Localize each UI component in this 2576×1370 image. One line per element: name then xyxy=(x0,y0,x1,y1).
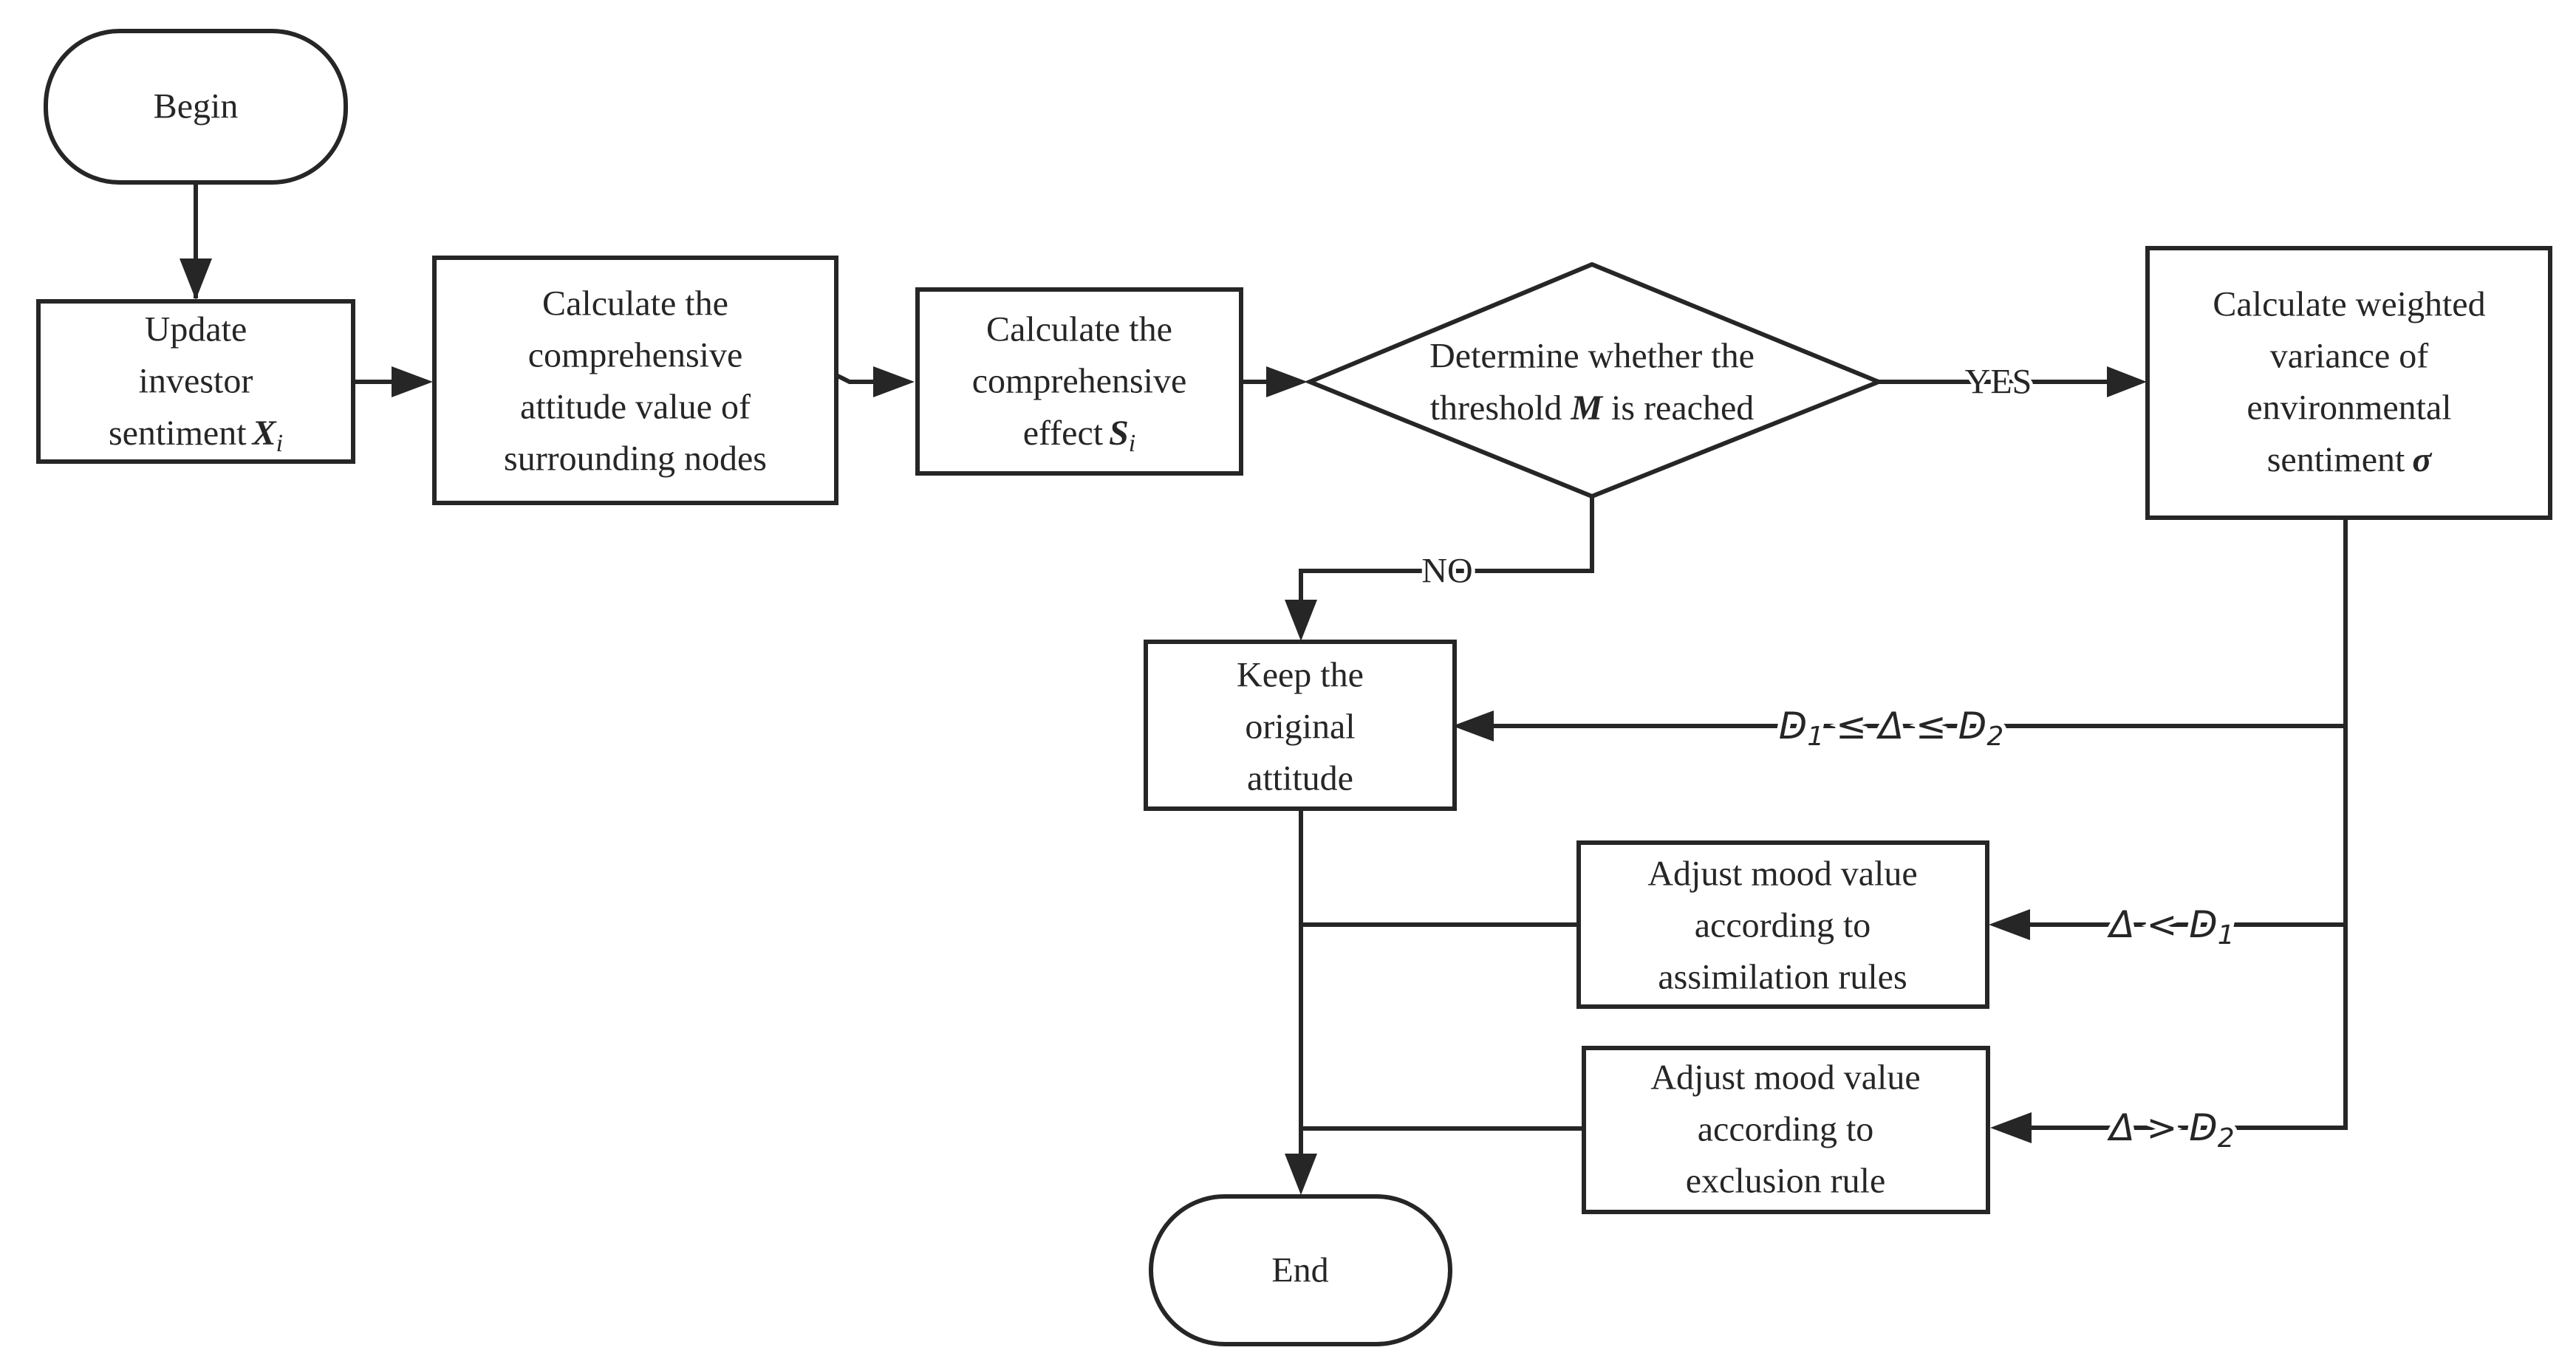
variable-sigma: σ xyxy=(2412,440,2432,479)
node-assimilation: Adjust mood value according to assimilat… xyxy=(1576,840,1989,1009)
node-exclusion: Adjust mood value according to exclusion… xyxy=(1582,1046,1990,1214)
exclusion-line-3: exclusion rule xyxy=(1686,1162,1886,1201)
arrowhead-attitude-effect xyxy=(873,366,915,397)
cond-d1: D xyxy=(1779,705,1808,747)
node-begin: Begin xyxy=(44,29,348,185)
arrowhead-trunk-keep xyxy=(1452,710,1494,741)
update-line-1: Update xyxy=(145,310,247,349)
arrowhead-decision-variance xyxy=(2107,366,2147,397)
connectors xyxy=(180,185,2348,1195)
arrowhead-trunk-exclusion xyxy=(1990,1112,2032,1143)
terminator-begin-shape xyxy=(44,29,348,185)
condition-delta-lt-d1: Δ < D1 xyxy=(2106,903,2234,951)
begin-label: Begin xyxy=(154,87,239,126)
node-keep-attitude: Keep the original attitude xyxy=(1144,640,1457,811)
terminator-end-shape xyxy=(1149,1194,1452,1346)
exclusion-line-2: according to xyxy=(1698,1110,1874,1149)
arrowhead-begin-update xyxy=(180,258,212,300)
cond-d2: D xyxy=(1958,705,1987,747)
arrowhead-trunk-assimilation xyxy=(1989,909,2030,940)
calc-effect-line-3-text: effect xyxy=(1023,414,1104,453)
cond-low-d: D xyxy=(2189,903,2218,946)
update-line-2: investor xyxy=(139,362,253,401)
keep-line-2: original xyxy=(1245,708,1355,747)
cond-low-delta: Δ xyxy=(2106,903,2134,946)
cond-d1-subscript: 1 xyxy=(1807,722,1824,752)
cond-le-1: ≤ xyxy=(1824,705,1879,747)
arrowhead-decision-keep xyxy=(1285,600,1317,641)
keep-line-1: Keep the xyxy=(1237,656,1364,695)
decision-line-2-start: threshold xyxy=(1430,388,1562,428)
calc-variance-line-2: variance of xyxy=(2270,337,2429,376)
node-end: End xyxy=(1149,1194,1452,1346)
condition-delta-gt-d2: Δ > D2 xyxy=(2106,1106,2234,1154)
arrowhead-update-attitude xyxy=(392,366,433,397)
variable-s-subscript: i xyxy=(1129,430,1135,457)
cond-delta: Δ xyxy=(1876,705,1904,747)
calc-attitude-line-1: Calculate the xyxy=(542,284,728,323)
calc-variance-line-4-text: sentiment xyxy=(2267,440,2405,479)
assimilation-line-2: according to xyxy=(1695,906,1871,945)
calc-variance-line-3: environmental xyxy=(2247,388,2451,428)
calc-attitude-line-2: comprehensive xyxy=(528,336,743,375)
cond-high-d: D xyxy=(2189,1106,2218,1149)
cond-high-op: > xyxy=(2135,1106,2190,1149)
calc-attitude-line-4: surrounding nodes xyxy=(504,439,767,479)
decision-line-2-end: is reached xyxy=(1611,388,1754,428)
variable-x: X xyxy=(251,414,277,453)
variable-s: S xyxy=(1109,414,1129,453)
cond-high-d-subscript: 2 xyxy=(2218,1123,2235,1154)
calc-attitude-box xyxy=(432,256,838,505)
keep-attitude-box xyxy=(1144,640,1457,811)
exclusion-box xyxy=(1582,1046,1990,1214)
calc-effect-line-2: comprehensive xyxy=(972,362,1187,401)
node-calc-attitude: Calculate the comprehensive attitude val… xyxy=(432,256,838,505)
variable-m: M xyxy=(1570,388,1604,428)
variable-x-subscript: i xyxy=(276,430,283,457)
assimilation-line-3: assimilation rules xyxy=(1658,958,1907,997)
cond-le-2: ≤ xyxy=(1904,705,1958,747)
decision-line-1: Determine whether the xyxy=(1429,337,1755,376)
edge-decision-keep xyxy=(1299,493,1594,604)
node-calc-variance: Calculate weighted variance of environme… xyxy=(2145,246,2552,520)
decision-diamond xyxy=(1304,261,1885,499)
cond-low-op: < xyxy=(2135,903,2190,946)
condition-d1-le-delta-le-d2: D1 ≤ Δ ≤ D2 xyxy=(1779,705,2003,752)
no-label: NO xyxy=(1421,552,1472,591)
calc-variance-box xyxy=(2145,246,2552,520)
cond-low-d-subscript: 1 xyxy=(2218,920,2235,951)
calc-attitude-line-3: attitude value of xyxy=(520,388,751,427)
assimilation-box xyxy=(1576,840,1989,1009)
end-label: End xyxy=(1271,1251,1328,1290)
calc-effect-line-1: Calculate the xyxy=(986,310,1172,349)
calc-variance-line-1: Calculate weighted xyxy=(2213,285,2485,324)
calc-effect-box xyxy=(915,287,1243,476)
arrowhead-keep-end xyxy=(1285,1154,1317,1195)
edge-attitude-effect xyxy=(835,373,879,384)
assimilation-line-1: Adjust mood value xyxy=(1647,854,1917,894)
cond-high-delta: Δ xyxy=(2106,1106,2134,1149)
yes-label: YES xyxy=(1965,363,2032,402)
exclusion-line-1: Adjust mood value xyxy=(1650,1058,1920,1097)
cond-d2-subscript: 2 xyxy=(1986,722,2003,752)
keep-line-3: attitude xyxy=(1247,759,1353,798)
update-line-3-text: sentiment xyxy=(109,414,247,453)
update-sentiment-box xyxy=(36,299,355,464)
arrowhead-effect-decision xyxy=(1266,366,1308,397)
